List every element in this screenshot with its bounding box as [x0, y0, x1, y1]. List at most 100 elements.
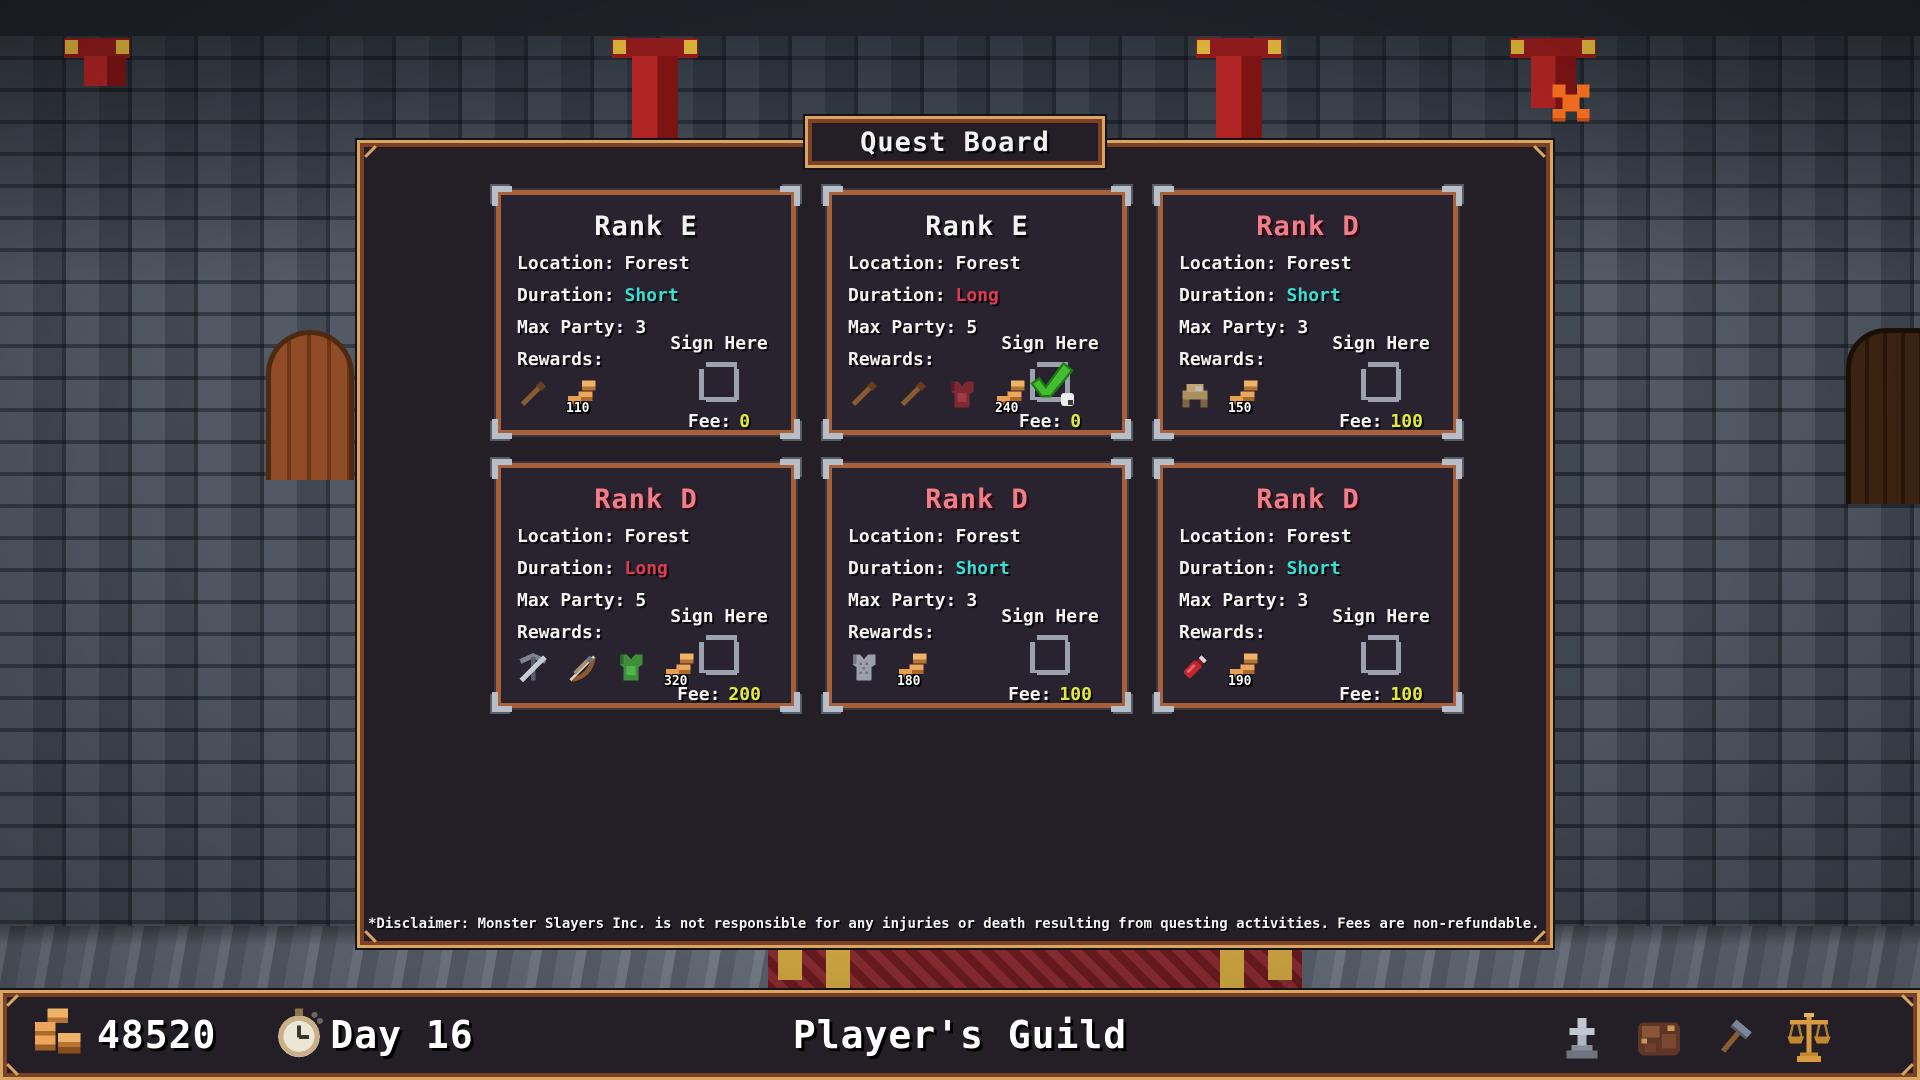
- quest-rank: Rank E: [925, 211, 1029, 242]
- location-value: Forest: [624, 526, 690, 547]
- max-party-label: Max Party:: [1179, 590, 1288, 611]
- location-label: Location:: [1179, 526, 1277, 547]
- coin-pile-icon: 190: [1226, 649, 1262, 689]
- sign-here-label: Sign Here: [1332, 333, 1430, 354]
- coin-pile-icon: 180: [895, 649, 931, 689]
- quest-board-panel: Quest Board Rank E Location: Forest Durat…: [357, 116, 1553, 948]
- fee-value: 100: [1390, 684, 1423, 705]
- sign-here-label: Sign Here: [670, 333, 768, 354]
- sign-here-label: Sign Here: [670, 606, 768, 627]
- coin-pile-icon: 110: [564, 376, 600, 416]
- panel-title-box: Quest Board: [805, 116, 1105, 168]
- quest-rank: Rank D: [1256, 211, 1360, 242]
- fee-label: Fee:: [687, 411, 732, 432]
- cursor-icon: [1061, 393, 1074, 406]
- fee-label: Fee:: [1339, 684, 1383, 705]
- duration-value: Short: [624, 285, 679, 306]
- red-armor-icon: [944, 376, 980, 412]
- location-value: Forest: [624, 253, 690, 274]
- fee-label: Fee:: [1008, 684, 1052, 705]
- status-bar-icons: [1559, 993, 1837, 1080]
- quest-rank: Rank D: [925, 484, 1029, 515]
- hammer-icon[interactable]: [1713, 1017, 1755, 1059]
- wooden-club-icon: [515, 376, 551, 412]
- location-label: Location:: [1179, 253, 1277, 274]
- max-party-label: Max Party:: [517, 590, 626, 611]
- quest-card: Rank D Location: Forest Duration: Short Ma…: [1154, 186, 1462, 439]
- location-label: Location:: [517, 253, 615, 274]
- quest-card: Rank E Location:Forest Duration:Short Ma…: [492, 186, 800, 439]
- ceiling: [0, 0, 1920, 36]
- chainmail-armor-icon: [846, 649, 882, 685]
- red-potion-icon: [1177, 649, 1213, 685]
- coin-amount: 190: [1228, 674, 1252, 689]
- max-party-value: 3: [966, 590, 978, 611]
- sign-here-label: Sign Here: [1332, 606, 1430, 627]
- gold-amount: 48520: [97, 1013, 217, 1057]
- scales-icon[interactable]: [1781, 1010, 1837, 1066]
- max-party-label: Max Party:: [1179, 317, 1288, 338]
- max-party-value: 5: [966, 317, 978, 338]
- leather-cap-icon: [1177, 376, 1213, 412]
- panel-title: Quest Board: [860, 126, 1050, 158]
- bow-icon: [564, 649, 600, 685]
- coin-stack-icon: [29, 1006, 83, 1064]
- wooden-club-icon: [846, 376, 882, 412]
- max-party-label: Max Party:: [517, 317, 626, 338]
- green-tunic-icon: [613, 649, 649, 685]
- day-counter: Day 16: [330, 1013, 474, 1057]
- max-party-value: 5: [635, 590, 647, 611]
- close-icon[interactable]: [1548, 80, 1594, 126]
- max-party-value: 3: [1297, 590, 1309, 611]
- fee-value: 0: [739, 411, 751, 432]
- disclaimer-text: *Disclaimer: Monster Slayers Inc. is not…: [368, 916, 1540, 932]
- duration-value: Short: [1286, 558, 1341, 579]
- duration-label: Duration:: [848, 285, 946, 306]
- rewards-label: Rewards:: [517, 349, 604, 370]
- rewards-label: Rewards:: [848, 349, 935, 370]
- sign-checkbox-checked[interactable]: [1030, 362, 1074, 406]
- fee-label: Fee:: [1339, 411, 1383, 432]
- duration-label: Duration:: [517, 558, 615, 579]
- max-party-value: 3: [635, 317, 647, 338]
- coin-amount: 180: [897, 674, 921, 689]
- wooden-club-icon: [895, 376, 931, 412]
- duration-value: Short: [955, 558, 1010, 579]
- sign-here-label: Sign Here: [1001, 333, 1099, 354]
- rewards-label: Rewards:: [517, 622, 604, 643]
- quest-log-book-icon[interactable]: [1631, 1010, 1687, 1066]
- fee-label: Fee:: [677, 684, 721, 705]
- sign-checkbox[interactable]: [1361, 362, 1401, 402]
- sign-checkbox[interactable]: [699, 635, 739, 675]
- duration-label: Duration:: [1179, 558, 1277, 579]
- sign-checkbox[interactable]: [699, 362, 739, 402]
- location-value: Forest: [955, 253, 1021, 274]
- duration-label: Duration:: [1179, 285, 1277, 306]
- coin-pile-icon: 150: [1226, 376, 1262, 416]
- max-party-label: Max Party:: [848, 317, 957, 338]
- quest-card: Rank D Location:Forest Duration:Long Max…: [492, 459, 800, 712]
- fee-value: 200: [728, 684, 761, 705]
- coin-pile-icon: 240: [993, 376, 1029, 416]
- duration-value: Long: [624, 558, 668, 579]
- pocket-watch-icon: [272, 1006, 326, 1064]
- rewards-label: Rewards:: [848, 622, 935, 643]
- coin-amount: 320: [664, 674, 688, 689]
- location-value: Forest: [955, 526, 1021, 547]
- quest-card: Rank D Location:Forest Duration:Short Ma…: [1154, 459, 1462, 712]
- coin-pile-icon: 320: [662, 649, 698, 689]
- duration-value: Long: [955, 285, 999, 306]
- wooden-door: [266, 330, 354, 480]
- rewards-label: Rewards:: [1179, 349, 1266, 370]
- location-value: Forest: [1286, 253, 1352, 274]
- rewards-label: Rewards:: [1179, 622, 1266, 643]
- statue-icon[interactable]: [1559, 1015, 1605, 1061]
- coin-amount: 110: [566, 401, 590, 416]
- location-label: Location:: [517, 526, 615, 547]
- location-value: Forest: [1286, 526, 1352, 547]
- quest-grid: Rank E Location: Forest Duration: Short Ma…: [492, 186, 1462, 712]
- duration-value: Short: [1286, 285, 1341, 306]
- sign-checkbox[interactable]: [1361, 635, 1401, 675]
- sign-checkbox[interactable]: [1030, 635, 1070, 675]
- duration-label: Duration:: [517, 285, 615, 306]
